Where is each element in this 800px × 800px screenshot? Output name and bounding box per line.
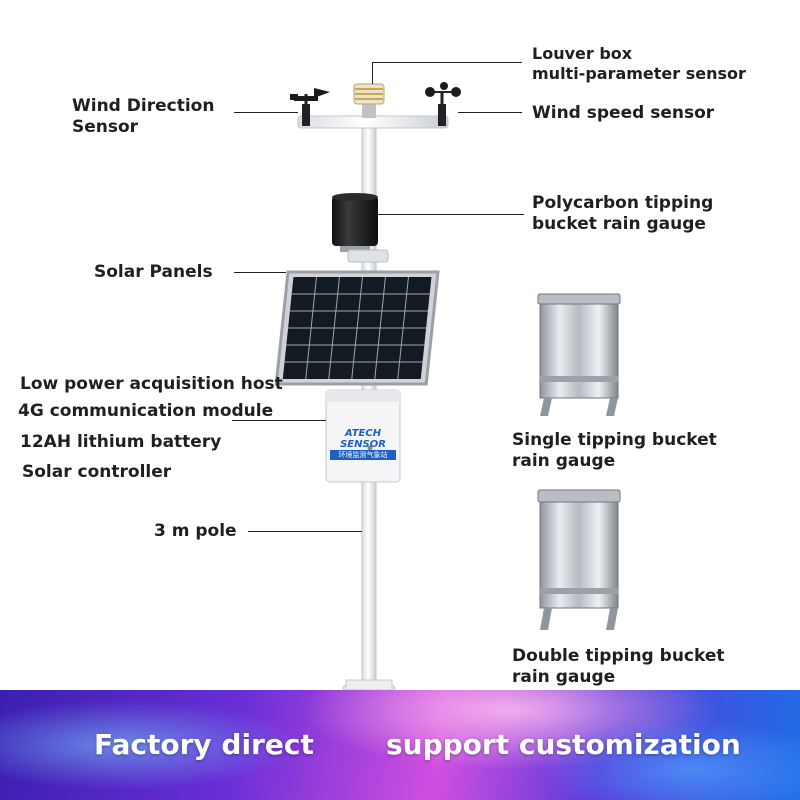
solar-panel <box>274 270 440 386</box>
label-host-item-3: 12AH lithium battery <box>20 432 222 452</box>
banner-glow <box>0 700 300 790</box>
label-solar-panels: Solar Panels <box>94 262 213 282</box>
label-single-gauge-line1: Single tipping bucket <box>512 430 717 450</box>
label-wind-direction: Wind Direction Sensor <box>72 96 214 138</box>
leader-line-wind-speed <box>458 112 522 113</box>
louver-box <box>353 83 385 118</box>
single-tipping-bucket-gauge <box>537 293 621 416</box>
promo-banner: Factory direct support customization <box>0 690 800 800</box>
label-double-gauge-line2: rain gauge <box>512 667 616 687</box>
label-host-item-1: Low power acquisition host <box>20 374 283 394</box>
label-wind-speed: Wind speed sensor <box>532 103 715 123</box>
host-brand: ATECH SENSOR <box>340 428 386 450</box>
label-double-gauge: Double tipping bucket rain gauge <box>512 646 725 688</box>
label-pole: 3 m pole <box>154 521 237 541</box>
label-louver-box-line1: Louver box <box>532 44 633 63</box>
label-wind-direction-line2: Sensor <box>72 117 139 137</box>
banner-support-customization: support customization <box>386 728 741 761</box>
label-host-item-4: Solar controller <box>22 462 172 482</box>
label-polycarbon-rain-gauge: Polycarbon tipping bucket rain gauge <box>532 193 713 235</box>
leader-line-louver-box-drop <box>372 62 373 84</box>
label-double-gauge-line1: Double tipping bucket <box>512 646 725 666</box>
label-wind-direction-line1: Wind Direction <box>72 96 215 116</box>
label-polycarbon-line1: Polycarbon tipping <box>532 193 714 213</box>
double-tipping-bucket-gauge <box>537 489 621 630</box>
wind-direction-vane <box>290 88 330 104</box>
label-louver-box-line2: multi-parameter sensor <box>532 64 746 83</box>
host-subtitle: 环境监测气象站 <box>338 451 388 459</box>
wind-speed-cups <box>425 82 461 104</box>
leader-line-pole <box>248 531 362 532</box>
weather-station-illustration <box>274 82 461 695</box>
label-louver-box: Louver box multi-parameter sensor <box>532 44 746 84</box>
banner-factory-direct: Factory direct <box>94 728 314 761</box>
leader-line-solar-panels <box>234 272 286 273</box>
label-single-gauge-line2: rain gauge <box>512 451 616 471</box>
panel-bracket <box>347 249 389 263</box>
leader-line-host <box>232 420 326 421</box>
label-host-item-2: 4G communication module <box>18 401 274 421</box>
label-polycarbon-line2: bucket rain gauge <box>532 214 706 234</box>
leader-line-wind-direction <box>234 112 298 113</box>
polycarbon-rain-gauge <box>332 193 378 252</box>
host-box <box>325 389 401 483</box>
leader-line-louver-box <box>372 62 522 63</box>
label-single-gauge: Single tipping bucket rain gauge <box>512 430 717 472</box>
leader-line-rain-gauge <box>378 214 524 215</box>
